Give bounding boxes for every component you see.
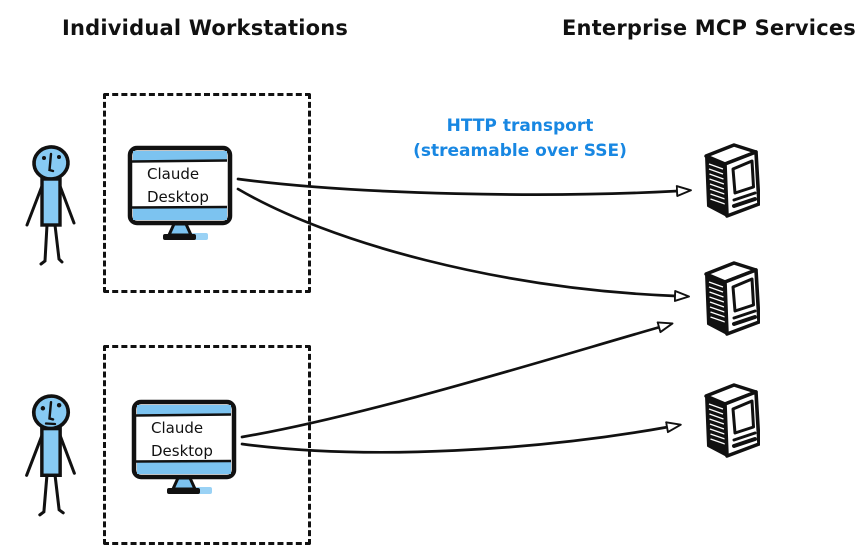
arrow-ws2-server3 xyxy=(240,421,682,454)
right-column-title: Enterprise MCP Services xyxy=(562,16,855,40)
transport-label: HTTP transport (streamable over SSE) xyxy=(385,114,655,164)
monitor-label-line2: Desktop xyxy=(151,442,213,460)
server-icon xyxy=(704,383,760,458)
arrow-ws2-server2 xyxy=(240,321,674,439)
server-icon xyxy=(704,143,760,218)
monitor-label-line1: Claude xyxy=(151,419,204,437)
monitor-label: Claude Desktop xyxy=(151,417,213,463)
arrow-ws1-server1 xyxy=(236,177,692,197)
transport-label-line2: (streamable over SSE) xyxy=(413,141,627,161)
person-icon xyxy=(25,145,76,266)
server-icon xyxy=(704,261,760,336)
transport-label-line1: HTTP transport xyxy=(446,116,594,136)
monitor-icon xyxy=(131,399,237,494)
arrow-ws1-server2 xyxy=(236,187,690,302)
monitor-icon xyxy=(127,145,233,240)
workstation-group-2 xyxy=(103,345,311,545)
person-icon xyxy=(25,394,76,517)
left-column-title: Individual Workstations xyxy=(62,16,349,40)
monitor-label-line1: Claude xyxy=(147,165,200,183)
monitor-label: Claude Desktop xyxy=(147,163,209,209)
workstation-group-1 xyxy=(103,93,311,293)
monitor-label-line2: Desktop xyxy=(147,188,209,206)
